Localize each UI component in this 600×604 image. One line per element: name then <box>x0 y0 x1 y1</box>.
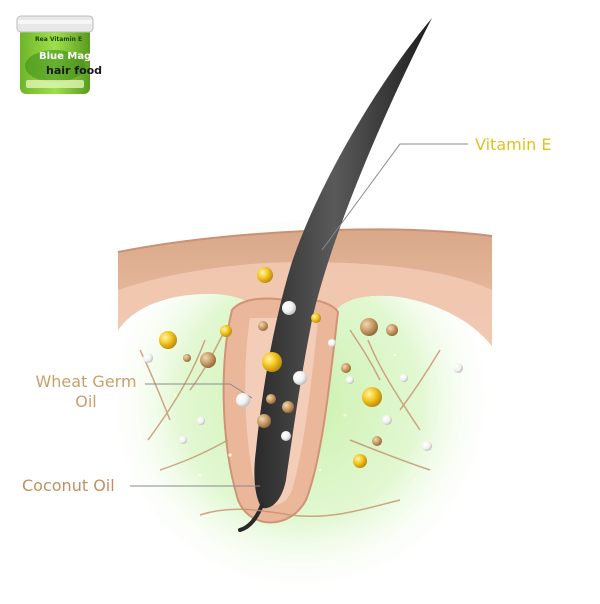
jar-brand-text: Rea Vitamin E <box>35 36 83 43</box>
hair-bulb-tail <box>238 503 264 532</box>
hair-shaft <box>254 18 432 509</box>
wheat-germ-oil-label: Wheat Germ Oil <box>30 372 142 412</box>
product-jar <box>16 15 94 94</box>
coconut-oil-label: Coconut Oil <box>22 476 115 495</box>
coconut-oil-droplets <box>143 301 463 451</box>
vitamin-e-droplets <box>159 267 382 468</box>
skin-top-edge <box>117 228 493 253</box>
jar-title-line1: Blue Magic <box>39 51 101 62</box>
wheat-germ-droplets <box>183 318 398 446</box>
jar-title-line2: hair food <box>46 64 103 77</box>
vitamin-e-label: Vitamin E <box>475 135 552 154</box>
wheat-germ-oil-label-line2: Oil <box>75 392 97 411</box>
sparkles <box>173 353 442 482</box>
product-jar-labels: Rea Vitamin E Blue Magic hair food <box>14 14 102 98</box>
wheat-germ-oil-label-line1: Wheat Germ <box>35 372 137 391</box>
